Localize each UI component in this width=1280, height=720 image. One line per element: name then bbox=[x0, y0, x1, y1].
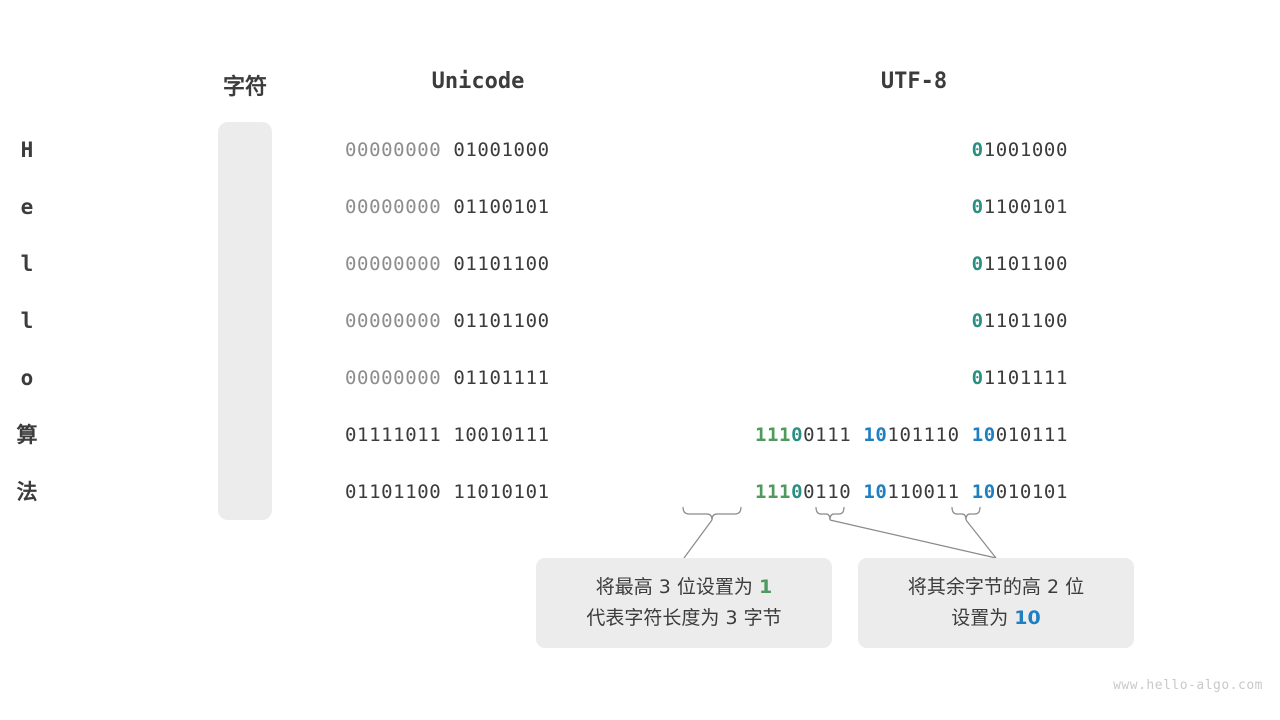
character-cell: H bbox=[20, 138, 34, 162]
utf8-byte-prefix: 111 bbox=[754, 424, 792, 446]
utf8-byte-prefix: 0 bbox=[971, 310, 984, 332]
utf8-byte-marker: 0 bbox=[791, 424, 804, 446]
unicode-gap bbox=[441, 481, 453, 503]
utf8-byte-prefix: 0 bbox=[971, 139, 984, 161]
utf8-byte-prefix: 10 bbox=[863, 424, 888, 446]
callout-left-line2: 代表字符长度为 3 字节 bbox=[586, 607, 782, 629]
utf8-byte-payload: 0111 bbox=[803, 424, 852, 446]
unicode-high-byte: 01111011 bbox=[345, 424, 442, 446]
utf8-byte-payload: 010111 bbox=[995, 424, 1068, 446]
unicode-high-byte: 00000000 bbox=[345, 196, 442, 218]
callout-left-line1-text: 将最高 3 位设置为 bbox=[595, 576, 759, 598]
utf8-value: 01101111 bbox=[560, 350, 1068, 407]
character-cell: l bbox=[20, 252, 34, 276]
unicode-low-byte: 01101100 bbox=[453, 253, 550, 275]
utf8-byte-payload: 1100101 bbox=[983, 196, 1068, 218]
callout-right-line2: 设置为 10 bbox=[951, 603, 1041, 634]
utf8-byte-payload: 0110 bbox=[803, 481, 852, 503]
utf8-gap bbox=[960, 424, 972, 446]
unicode-high-byte: 01101100 bbox=[345, 481, 442, 503]
utf8-byte-prefix: 10 bbox=[863, 481, 888, 503]
callout-right-line2-text: 设置为 bbox=[951, 607, 1015, 629]
unicode-value: 00000000 01001000 bbox=[345, 122, 611, 179]
utf8-byte-payload: 101110 bbox=[887, 424, 960, 446]
utf8-byte-prefix: 0 bbox=[971, 253, 984, 275]
utf8-byte-prefix: 10 bbox=[971, 481, 996, 503]
leader-line-third-byte bbox=[965, 519, 997, 559]
unicode-gap bbox=[441, 367, 453, 389]
unicode-value: 01101100 11010101 bbox=[345, 464, 611, 521]
unicode-low-byte: 01001000 bbox=[453, 139, 550, 161]
utf8-gap bbox=[960, 481, 972, 503]
callout-leading-bits: 将最高 3 位设置为 1 代表字符长度为 3 字节 bbox=[536, 558, 832, 648]
utf8-byte-prefix: 111 bbox=[754, 481, 792, 503]
utf8-byte-payload: 110011 bbox=[887, 481, 960, 503]
utf8-value: 01101100 bbox=[560, 293, 1068, 350]
unicode-low-byte: 01101111 bbox=[453, 367, 550, 389]
utf8-value: 01100101 bbox=[560, 179, 1068, 236]
character-column-capsule bbox=[218, 122, 272, 520]
character-cell: 算 bbox=[16, 423, 38, 447]
utf8-byte-payload: 1101111 bbox=[983, 367, 1068, 389]
utf8-byte-payload: 010101 bbox=[995, 481, 1068, 503]
utf8-value: 11100111 10101110 10010111 bbox=[560, 407, 1068, 464]
utf8-byte-payload: 1101100 bbox=[983, 310, 1068, 332]
callout-left-line1: 将最高 3 位设置为 1 bbox=[596, 572, 772, 603]
unicode-high-byte: 00000000 bbox=[345, 310, 442, 332]
unicode-gap bbox=[441, 253, 453, 275]
unicode-value: 00000000 01101100 bbox=[345, 293, 611, 350]
column-header-utf8: UTF-8 bbox=[880, 69, 948, 94]
callout-continuation-bits: 将其余字节的高 2 位 设置为 10 bbox=[858, 558, 1134, 648]
unicode-high-byte: 00000000 bbox=[345, 367, 442, 389]
unicode-value: 00000000 01101100 bbox=[345, 236, 611, 293]
character-cell: o bbox=[20, 366, 34, 390]
unicode-value: 01111011 10010111 bbox=[345, 407, 611, 464]
column-header-unicode: Unicode bbox=[431, 69, 525, 94]
utf8-value: 11100110 10110011 10010101 bbox=[560, 464, 1068, 521]
unicode-low-byte: 10010111 bbox=[453, 424, 550, 446]
unicode-value: 00000000 01101111 bbox=[345, 350, 611, 407]
utf8-value: 01101100 bbox=[560, 236, 1068, 293]
unicode-low-byte: 01100101 bbox=[453, 196, 550, 218]
unicode-low-byte: 11010101 bbox=[453, 481, 550, 503]
utf8-byte-prefix: 0 bbox=[971, 367, 984, 389]
leader-line-first-byte bbox=[683, 519, 713, 559]
utf8-gap bbox=[851, 481, 863, 503]
callout-left-line1-emphasis: 1 bbox=[758, 576, 773, 598]
character-cell: e bbox=[20, 195, 34, 219]
utf8-byte-payload: 1001000 bbox=[983, 139, 1068, 161]
unicode-low-byte: 01101100 bbox=[453, 310, 550, 332]
utf8-byte-prefix: 0 bbox=[971, 196, 984, 218]
utf8-gap bbox=[851, 424, 863, 446]
character-cell: l bbox=[20, 309, 34, 333]
watermark: www.hello-algo.com bbox=[1113, 678, 1263, 693]
unicode-gap bbox=[441, 424, 453, 446]
utf8-byte-prefix: 10 bbox=[971, 424, 996, 446]
unicode-gap bbox=[441, 196, 453, 218]
unicode-high-byte: 00000000 bbox=[345, 139, 442, 161]
utf8-byte-payload: 1101100 bbox=[983, 253, 1068, 275]
callout-right-line2-emphasis: 10 bbox=[1014, 607, 1041, 629]
callout-right-line1: 将其余字节的高 2 位 bbox=[907, 576, 1085, 598]
unicode-gap bbox=[441, 310, 453, 332]
unicode-value: 00000000 01100101 bbox=[345, 179, 611, 236]
unicode-high-byte: 00000000 bbox=[345, 253, 442, 275]
column-header-character: 字符 bbox=[222, 75, 267, 100]
character-cell: 法 bbox=[16, 480, 38, 504]
utf8-value: 01001000 bbox=[560, 122, 1068, 179]
utf8-byte-marker: 0 bbox=[791, 481, 804, 503]
unicode-gap bbox=[441, 139, 453, 161]
leader-line-second-byte bbox=[829, 519, 997, 559]
